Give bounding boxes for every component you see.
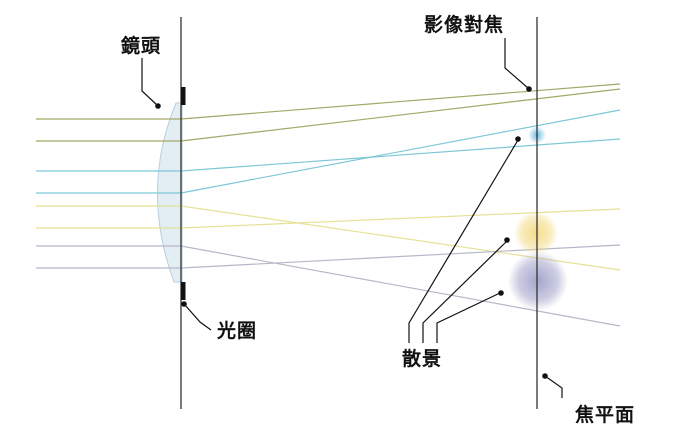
dot-aperture — [181, 301, 187, 307]
bokeh-yellow — [514, 211, 558, 255]
leader-bokeh-2 — [422, 240, 508, 343]
aperture-blade-top — [181, 87, 186, 105]
bokeh-circles — [508, 126, 568, 311]
dot-focused — [526, 86, 532, 92]
aperture-blade-bottom — [181, 282, 186, 300]
dot-bokeh-2 — [504, 237, 510, 243]
leader-lens — [141, 58, 158, 106]
leader-lines — [141, 38, 563, 398]
aperture-label: 光圈 — [217, 320, 258, 342]
dot-focal-plane — [542, 373, 548, 379]
dot-lens — [155, 103, 161, 109]
leader-focused — [504, 38, 529, 89]
ray-olive-1-out — [180, 83, 621, 120]
leader-aperture — [184, 304, 212, 331]
ray-yellow-2-out — [180, 208, 621, 229]
ray-olive-2-out — [180, 88, 621, 142]
focused-image-label: 影像對焦 — [424, 14, 505, 36]
leader-bokeh-1 — [408, 139, 519, 343]
bokeh-label: 散景 — [402, 348, 443, 370]
lens-label: 鏡頭 — [121, 35, 162, 57]
leader-dots — [155, 86, 548, 379]
incoming-rays — [36, 118, 181, 269]
focal-plane-label: 焦平面 — [575, 404, 636, 426]
refracted-rays — [180, 83, 621, 327]
leader-focal-plane — [544, 375, 563, 398]
bokeh-lavender — [508, 251, 568, 311]
dot-bokeh-3 — [498, 290, 504, 296]
ray-lav-1-out — [180, 245, 621, 327]
ray-cyan-2-out — [180, 109, 621, 194]
ray-cyan-1-out — [180, 138, 621, 172]
leader-bokeh-3 — [436, 292, 501, 343]
dot-bokeh-1 — [515, 136, 521, 142]
